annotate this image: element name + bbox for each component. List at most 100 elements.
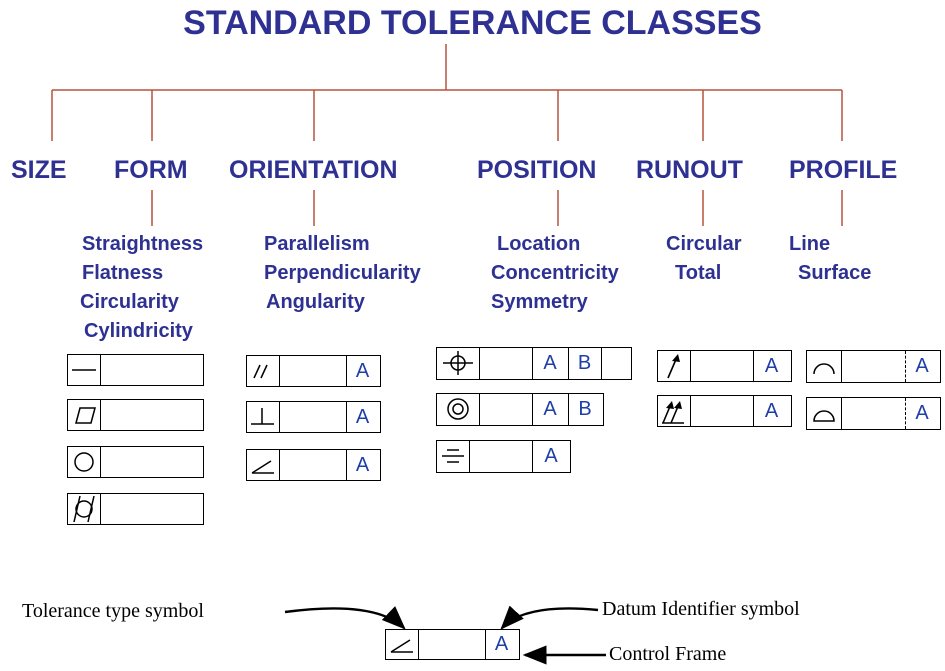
frame-divider	[346, 356, 347, 386]
subtype-straightness: Straightness	[82, 233, 204, 255]
callout-control-frame: Control Frame	[609, 643, 727, 665]
symmetry-icon	[442, 449, 464, 463]
datum-letter: A	[764, 354, 779, 377]
frame-divider	[279, 356, 280, 386]
frame-divider	[279, 450, 280, 480]
callout-tolerance-type: Tolerance type symbol	[22, 600, 204, 622]
frame-divider	[279, 402, 280, 432]
datum-letter: B	[578, 398, 592, 420]
frame-divider	[601, 348, 602, 379]
datum-letter: A	[355, 405, 370, 428]
position-icon	[443, 351, 473, 375]
category-position: POSITION	[477, 156, 597, 184]
frame-divider	[532, 348, 533, 379]
frame-divider	[418, 630, 419, 659]
frame-divider	[690, 396, 691, 426]
feature-control-frame	[67, 354, 204, 386]
datum-letter: A	[764, 399, 779, 422]
feature-control-frame	[67, 446, 204, 478]
frame-divider	[346, 450, 347, 480]
parallelism-icon	[253, 364, 268, 379]
concentricity-icon	[447, 398, 469, 420]
frame-divider	[690, 351, 691, 381]
feature-control-frame: A	[657, 395, 792, 427]
feature-control-frame	[67, 493, 204, 525]
frame-divider-dashed	[905, 398, 906, 429]
subtype-symmetry: Symmetry	[491, 291, 588, 313]
frame-divider	[532, 441, 533, 472]
frame-divider	[469, 441, 470, 472]
category-runout: RUNOUT	[636, 156, 743, 184]
frame-divider	[568, 394, 569, 425]
total-runout-icon	[662, 401, 684, 424]
feature-control-frame: A	[246, 449, 381, 481]
example-control-frame: A	[385, 629, 520, 660]
category-form: FORM	[114, 156, 188, 184]
callout-datum-identifier: Datum Identifier symbol	[602, 598, 800, 620]
frame-divider	[100, 447, 101, 477]
datum-letter: A	[543, 398, 557, 420]
frame-divider	[100, 494, 101, 524]
subtype-total: Total	[675, 262, 722, 284]
category-orientation: ORIENTATION	[229, 156, 398, 184]
subtype-perpendicularity: Perpendicularity	[264, 262, 421, 284]
straightness-icon	[72, 369, 96, 371]
category-profile: PROFILE	[789, 156, 898, 184]
profile-line-icon	[813, 363, 835, 375]
subtype-angularity: Angularity	[266, 291, 365, 313]
feature-control-frame: A	[436, 440, 571, 473]
angularity-icon	[251, 460, 274, 474]
cylindricity-icon	[73, 495, 95, 523]
datum-letter: A	[544, 445, 558, 467]
subtype-circular: Circular	[666, 233, 742, 255]
angularity-icon	[390, 639, 413, 653]
frame-divider-dashed	[905, 351, 906, 382]
feature-control-frame: A	[246, 401, 381, 433]
flatness-icon	[75, 407, 96, 424]
feature-control-frame: A B	[436, 347, 632, 380]
frame-divider	[100, 400, 101, 430]
subtype-parallelism: Parallelism	[264, 233, 370, 255]
datum-letter: A	[355, 453, 370, 476]
arrow-datum-identifier	[500, 605, 599, 630]
frame-divider	[568, 348, 569, 379]
frame-divider	[841, 398, 842, 429]
subtype-flatness: Flatness	[82, 262, 164, 284]
frame-divider	[841, 351, 842, 382]
frame-divider	[479, 348, 480, 379]
circularity-icon	[74, 452, 94, 472]
frame-divider	[485, 630, 486, 659]
perpendicularity-icon	[251, 408, 274, 425]
datum-letter: A	[494, 633, 509, 655]
subtype-circularity: Circularity	[80, 291, 179, 313]
datum-letter: A	[355, 359, 370, 382]
circular-runout-icon	[667, 354, 680, 379]
subtype-surface: Surface	[798, 262, 872, 284]
datum-letter: A	[915, 402, 929, 424]
subtype-line: Line	[789, 233, 831, 255]
profile-surface-icon	[813, 410, 835, 422]
feature-control-frame: A	[806, 350, 941, 383]
diagram-title: STANDARD TOLERANCE CLASSES	[183, 4, 762, 42]
frame-divider	[753, 351, 754, 381]
category-size: SIZE	[11, 156, 67, 184]
feature-control-frame: A	[657, 350, 792, 382]
subtype-cylindricity: Cylindricity	[84, 320, 193, 342]
datum-letter: A	[543, 352, 557, 374]
frame-divider	[346, 402, 347, 432]
arrow-tolerance-type	[284, 606, 406, 630]
datum-letter: A	[915, 355, 929, 377]
subtype-concentricity: Concentricity	[491, 262, 619, 284]
frame-divider	[479, 394, 480, 425]
feature-control-frame: A B	[436, 393, 604, 426]
feature-control-frame: A	[806, 397, 941, 430]
frame-divider	[100, 355, 101, 385]
subtype-location: Location	[497, 233, 581, 255]
datum-letter: B	[577, 352, 592, 374]
feature-control-frame: A	[246, 355, 381, 387]
frame-divider	[532, 394, 533, 425]
feature-control-frame	[67, 399, 204, 431]
